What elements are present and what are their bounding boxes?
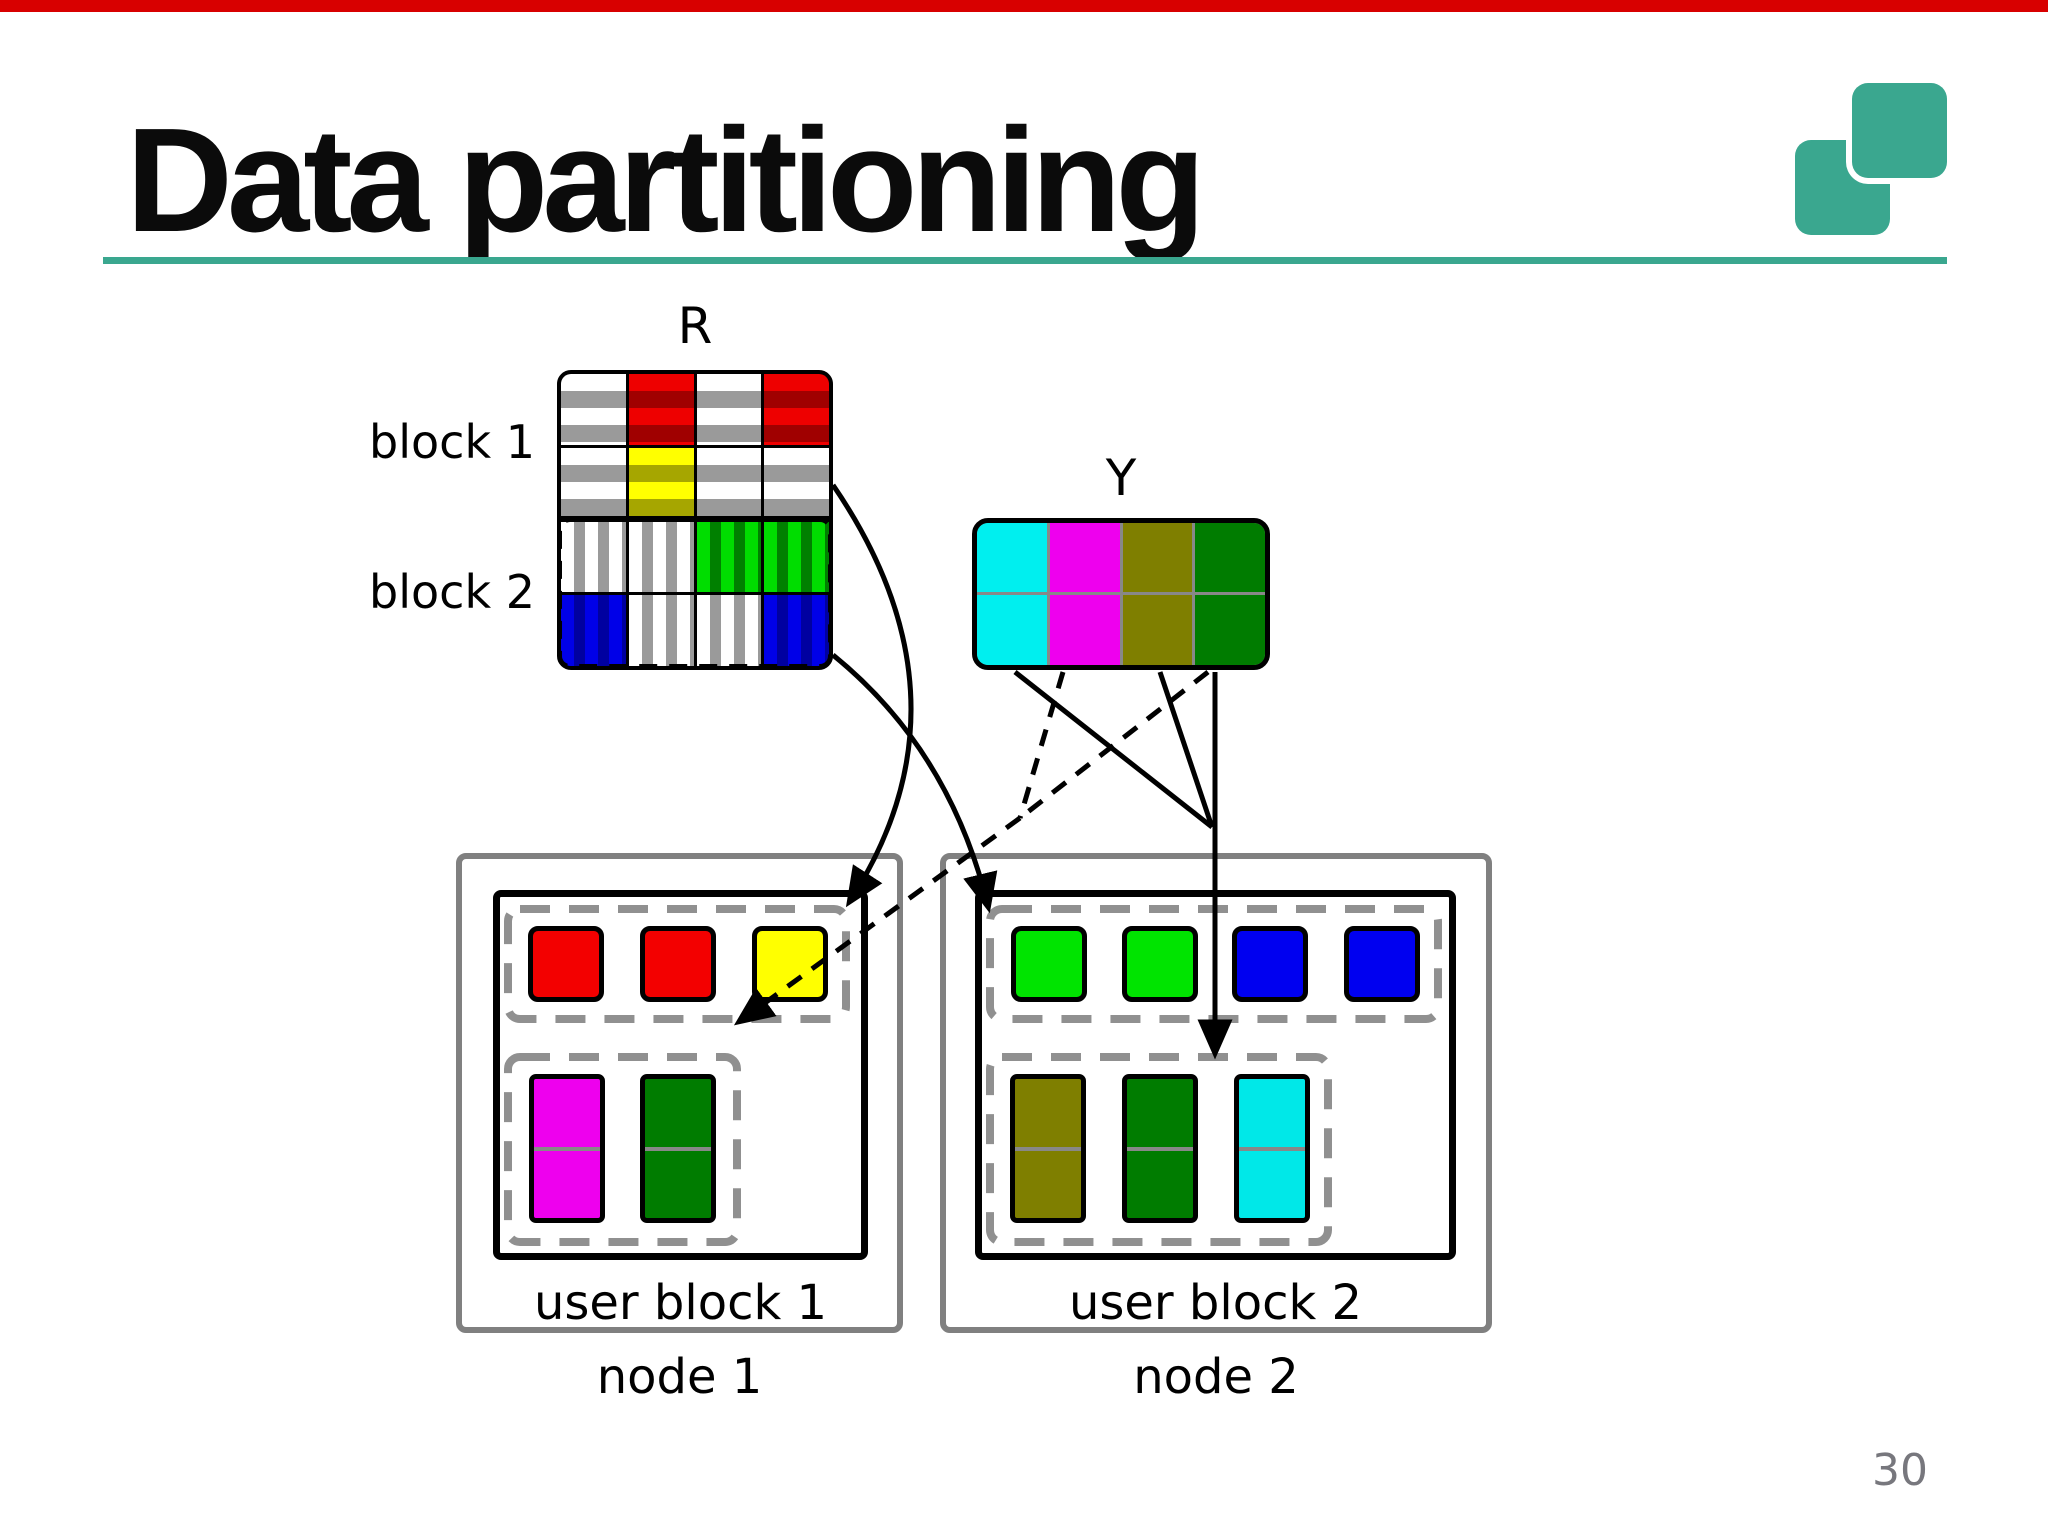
factor-rect-divider [1015,1146,1081,1151]
factor-rect [1234,1074,1310,1223]
top-red-bar [0,0,2048,12]
page-title: Data partitioning [126,98,1206,263]
logo-square-big [1852,83,1947,178]
matrix-r-cell-gray-h [561,374,626,445]
matrix-r-block-divider [557,516,833,521]
node-2-label: node 2 [1133,1349,1299,1405]
matrix-r-cell-green-v [764,521,829,593]
matrix-r-cell-gray-v [696,595,762,666]
ratings-square [1232,926,1308,1002]
factor-rect [640,1074,716,1223]
y-dashed-line-1 [1017,671,1066,819]
matrix-r-cell-green-v [696,521,762,593]
matrix-r-label: R [677,297,713,355]
matrix-r-cell-red-h [628,374,694,445]
block-2-label: block 2 [369,565,535,619]
factor-rect [1010,1074,1086,1223]
y-funnel-line-2 [1157,671,1215,828]
matrix-r-cell-gray-h [696,447,762,519]
arrow-r-to-node1 [830,483,914,908]
matrix-y-row-divider [977,592,1265,595]
ratings-square [1344,926,1420,1002]
matrix-r-cell-gray-h [696,374,762,445]
matrix-r-cell-yellow-h [628,447,694,519]
factor-rect-divider [1239,1146,1305,1151]
factor-rect-divider [1127,1146,1193,1151]
matrix-r-cell-blue-v [764,595,829,666]
ratings-square [1011,926,1087,1002]
block-1-label: block 1 [369,415,535,469]
matrix-r-cell-gray-h [561,447,626,519]
matrix-r-cell-gray-h [764,447,829,519]
user-block-1-label: user block 1 [533,1275,828,1331]
matrix-r-cell-gray-v [628,521,694,593]
node-1-label: node 1 [596,1349,763,1405]
matrix-r-cell-red-h [764,374,829,445]
ratings-square [640,926,716,1002]
page-number: 30 [1872,1445,1928,1496]
solid-arrows-from-r [830,483,998,914]
matrix-r-cell-gray-v [628,595,694,666]
matrix-y-label: Y [1105,449,1137,507]
factor-rect [529,1074,605,1223]
matrix-r-cell-gray-v [561,521,626,593]
ratings-square [752,926,828,1002]
ratings-square [528,926,604,1002]
title-underline [103,257,1947,264]
y-funnel-line-1 [1013,670,1214,829]
user-block-2-label: user block 2 [1068,1275,1363,1331]
factor-rect-divider [534,1146,600,1151]
factor-rect [1122,1074,1198,1223]
ratings-square [1122,926,1198,1002]
matrix-r-cell-blue-v [561,595,626,666]
factor-rect-divider [645,1146,711,1151]
y-dashed-line-2 [1018,670,1210,820]
